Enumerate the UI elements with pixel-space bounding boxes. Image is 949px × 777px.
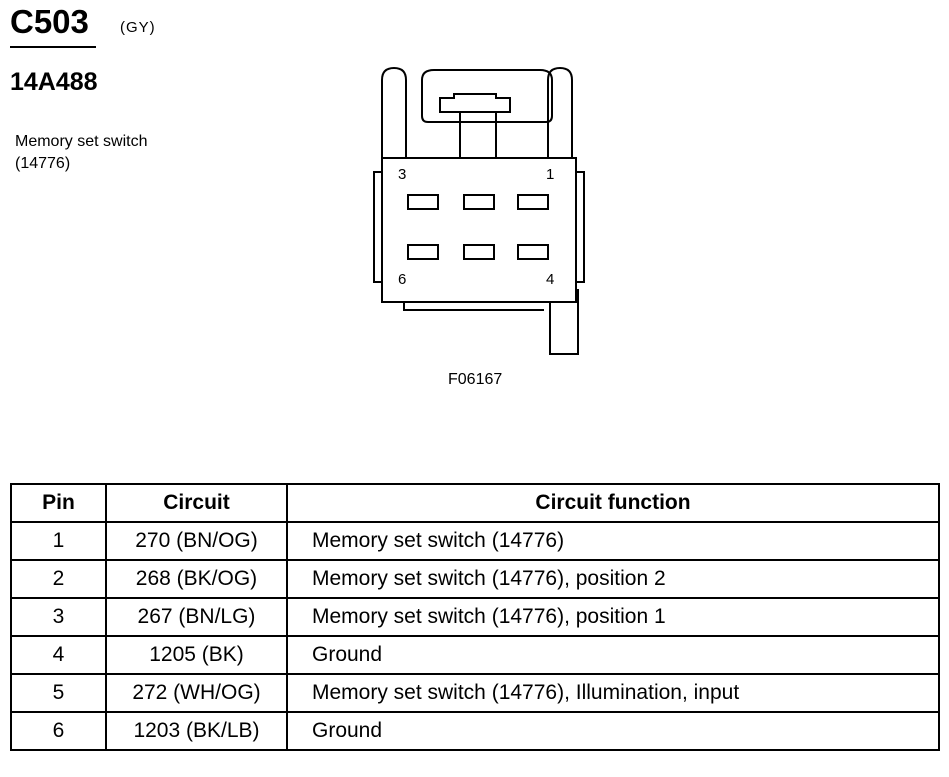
table-row: 3 267 (BN/LG) Memory set switch (14776),… <box>10 597 940 637</box>
connector-color: (GY) <box>120 19 156 36</box>
function-cell: Memory set switch (14776), Illumination,… <box>286 673 940 713</box>
component-name: Memory set switch <box>15 133 148 150</box>
connector-body <box>381 157 577 303</box>
pin-cavity-2 <box>463 194 495 210</box>
bottom-rail <box>403 302 544 311</box>
figure-id: F06167 <box>448 371 503 388</box>
pin-cavity-3 <box>407 194 439 210</box>
header-pin: Pin <box>10 483 107 523</box>
circuit-cell: 267 (BN/LG) <box>105 597 288 637</box>
component-number: (14776) <box>15 155 71 172</box>
pin-cell: 4 <box>10 635 107 675</box>
table-row: 2 268 (BK/OG) Memory set switch (14776),… <box>10 559 940 599</box>
connector-id: C503 <box>10 3 89 40</box>
table-row: 6 1203 (BK/LB) Ground <box>10 711 940 751</box>
connector-id-underline <box>10 46 96 48</box>
pin-cavity-4 <box>517 244 549 260</box>
pin-cell: 1 <box>10 521 107 561</box>
part-number: 14A488 <box>10 68 98 96</box>
header-circuit: Circuit <box>105 483 288 523</box>
table-row: 5 272 (WH/OG) Memory set switch (14776),… <box>10 673 940 713</box>
pin-cavity-5 <box>463 244 495 260</box>
circuit-cell: 272 (WH/OG) <box>105 673 288 713</box>
tab-stem <box>459 112 497 158</box>
locking-tab <box>421 69 553 123</box>
right-side-rail <box>576 171 585 283</box>
table-row: 4 1205 (BK) Ground <box>10 635 940 675</box>
circuit-cell: 268 (BK/OG) <box>105 559 288 599</box>
function-cell: Memory set switch (14776) <box>286 521 940 561</box>
pin-label-6: 6 <box>398 271 406 288</box>
pin-cell: 5 <box>10 673 107 713</box>
connector-face-diagram: 3 1 6 4 <box>373 66 585 355</box>
left-side-rail <box>373 171 382 283</box>
pin-cavity-1 <box>517 194 549 210</box>
table-row: 1 270 (BN/OG) Memory set switch (14776) <box>10 521 940 561</box>
function-cell: Memory set switch (14776), position 2 <box>286 559 940 599</box>
tab-button <box>439 93 511 113</box>
pin-cell: 2 <box>10 559 107 599</box>
right-latch-arm <box>547 66 573 158</box>
function-cell: Ground <box>286 635 940 675</box>
left-latch-arm <box>381 66 407 158</box>
harness-lead <box>549 289 579 355</box>
pin-label-3: 3 <box>398 166 406 183</box>
pin-label-4: 4 <box>546 271 554 288</box>
function-cell: Ground <box>286 711 940 751</box>
pin-cavity-6 <box>407 244 439 260</box>
circuit-cell: 1203 (BK/LB) <box>105 711 288 751</box>
pin-label-1: 1 <box>546 166 554 183</box>
pin-cell: 6 <box>10 711 107 751</box>
table-header-row: Pin Circuit Circuit function <box>10 483 940 523</box>
circuit-cell: 270 (BN/OG) <box>105 521 288 561</box>
header-circuit-function: Circuit function <box>286 483 940 523</box>
pinout-table: Pin Circuit Circuit function 1 270 (BN/O… <box>10 483 940 751</box>
component-description: Memory set switch (14776) <box>15 131 147 175</box>
pin-cell: 3 <box>10 597 107 637</box>
circuit-cell: 1205 (BK) <box>105 635 288 675</box>
function-cell: Memory set switch (14776), position 1 <box>286 597 940 637</box>
